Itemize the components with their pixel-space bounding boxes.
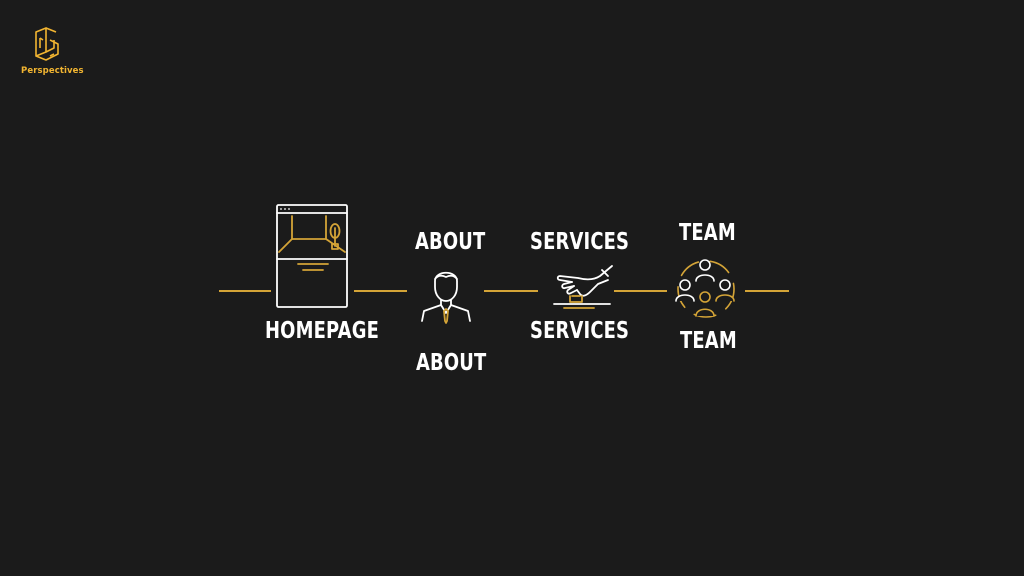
brand-name: Perspectives xyxy=(21,66,84,76)
homepage-label: HOMEPAGE xyxy=(265,318,379,344)
connector-line-about-services xyxy=(484,290,538,292)
hand-pressing-button-icon xyxy=(550,262,614,314)
about-label-top: ABOUT xyxy=(415,229,486,255)
team-label-top: TEAM xyxy=(679,220,736,246)
team-label-bottom: TEAM xyxy=(680,328,737,354)
services-label-bottom: SERVICES xyxy=(530,318,630,344)
connector-line-left xyxy=(219,290,271,292)
connector-line-services-team xyxy=(614,290,667,292)
connector-line-homepage-about xyxy=(354,290,407,292)
team-circle-icon xyxy=(672,256,740,322)
perspectives-logo-icon xyxy=(32,26,62,64)
connector-line-right xyxy=(745,290,789,292)
person-avatar-icon xyxy=(420,263,472,325)
browser-window-icon xyxy=(276,204,349,309)
about-label-bottom: ABOUT xyxy=(416,350,487,376)
services-label-top: SERVICES xyxy=(530,229,630,255)
brand: Perspectives xyxy=(18,26,88,76)
